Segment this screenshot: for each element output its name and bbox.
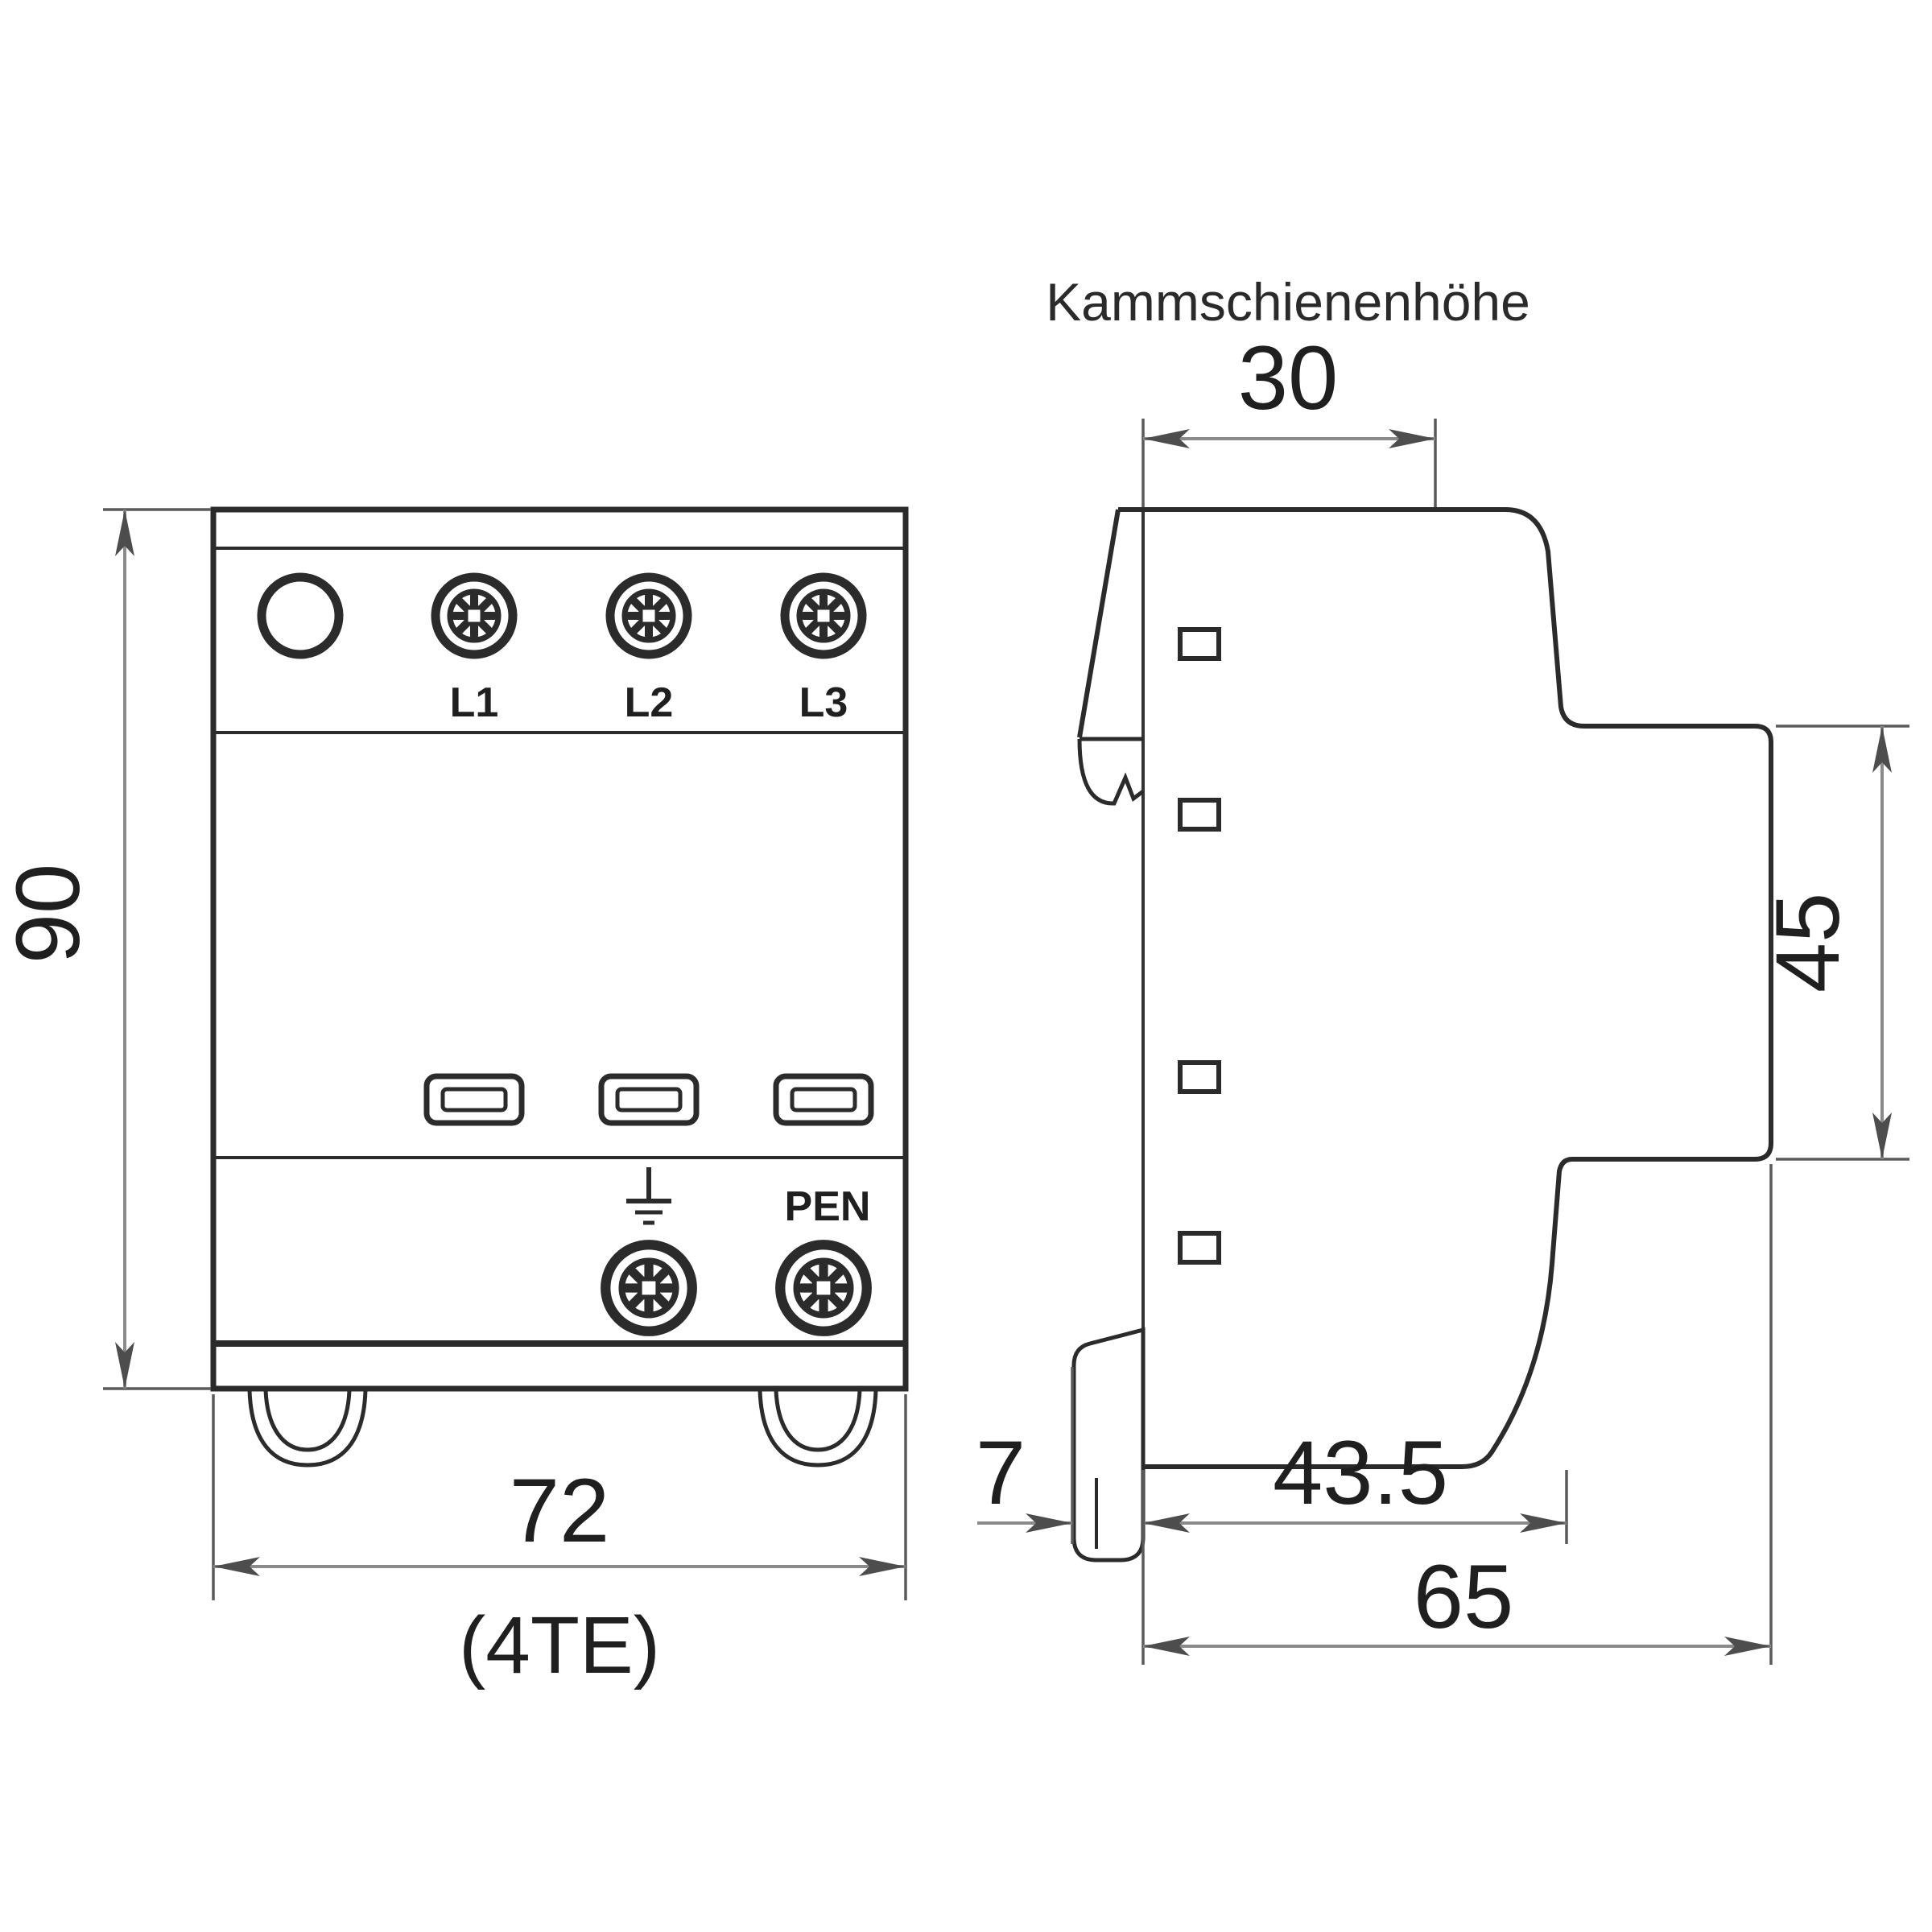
- side-cutout-3: [1178, 1060, 1221, 1094]
- dim-front-height-45: 45: [1757, 724, 1909, 1161]
- test-slot-icon: [601, 1076, 696, 1123]
- side-profile-outline: [1118, 507, 1773, 1469]
- cross-slot-screw-terminal-icon: [780, 1245, 867, 1331]
- test-slot-icon: [776, 1076, 871, 1123]
- side-cutout-4: [1178, 1231, 1221, 1265]
- cross-slot-screw-terminal-icon: [785, 577, 862, 654]
- dim-width-72: 72 (4TE): [212, 1394, 907, 1690]
- side-upper-din-clip: [1077, 509, 1145, 806]
- round-opening-icon: [257, 572, 344, 659]
- dim-value-72: 72: [510, 1460, 610, 1561]
- dim-rear-offset-7: 7: [976, 1367, 1074, 1544]
- front-view: L1 L2 L3 PEN 90: [0, 506, 909, 1690]
- terminal-label-l3: L3: [799, 679, 848, 726]
- terminal-label-l2: L2: [625, 679, 674, 726]
- dim-note-4te: (4TE): [459, 1600, 660, 1690]
- dim-value-43-5: 43.5: [1273, 1422, 1448, 1523]
- dim-depth-43-5: 43.5: [1143, 1422, 1568, 1544]
- cross-slot-screw-terminal-icon: [610, 577, 687, 654]
- dim-value-65: 65: [1414, 1546, 1514, 1647]
- test-slot-icon: [427, 1076, 522, 1123]
- dim-value-30: 30: [1238, 328, 1339, 428]
- earth-ground-symbol-icon: [626, 1167, 671, 1225]
- side-cutout-2: [1178, 798, 1221, 832]
- side-view: Kammschienenhöhe 30: [976, 272, 1909, 1665]
- front-body-outline: [210, 506, 909, 1392]
- cross-slot-screw-terminal-icon: [436, 577, 513, 654]
- cross-slot-screw-terminal-icon: [605, 1245, 692, 1331]
- dim-depth-total-65: 65: [1141, 1164, 1773, 1665]
- dim-value-45: 45: [1757, 893, 1858, 993]
- side-lower-din-clip-slider: [1071, 1327, 1146, 1563]
- side-view-title: Kammschienenhöhe: [1046, 272, 1530, 332]
- side-cutout-1: [1178, 627, 1221, 661]
- terminal-label-l1: L1: [450, 679, 499, 726]
- din-rail-clip-foot: [760, 1390, 876, 1465]
- din-rail-clip-foot: [250, 1390, 365, 1465]
- dim-value-7: 7: [976, 1422, 1026, 1523]
- terminal-label-pen: PEN: [785, 1183, 871, 1230]
- dim-rail-30: 30: [1141, 328, 1437, 507]
- dim-height-90: 90: [0, 508, 211, 1390]
- dim-value-90: 90: [0, 864, 98, 964]
